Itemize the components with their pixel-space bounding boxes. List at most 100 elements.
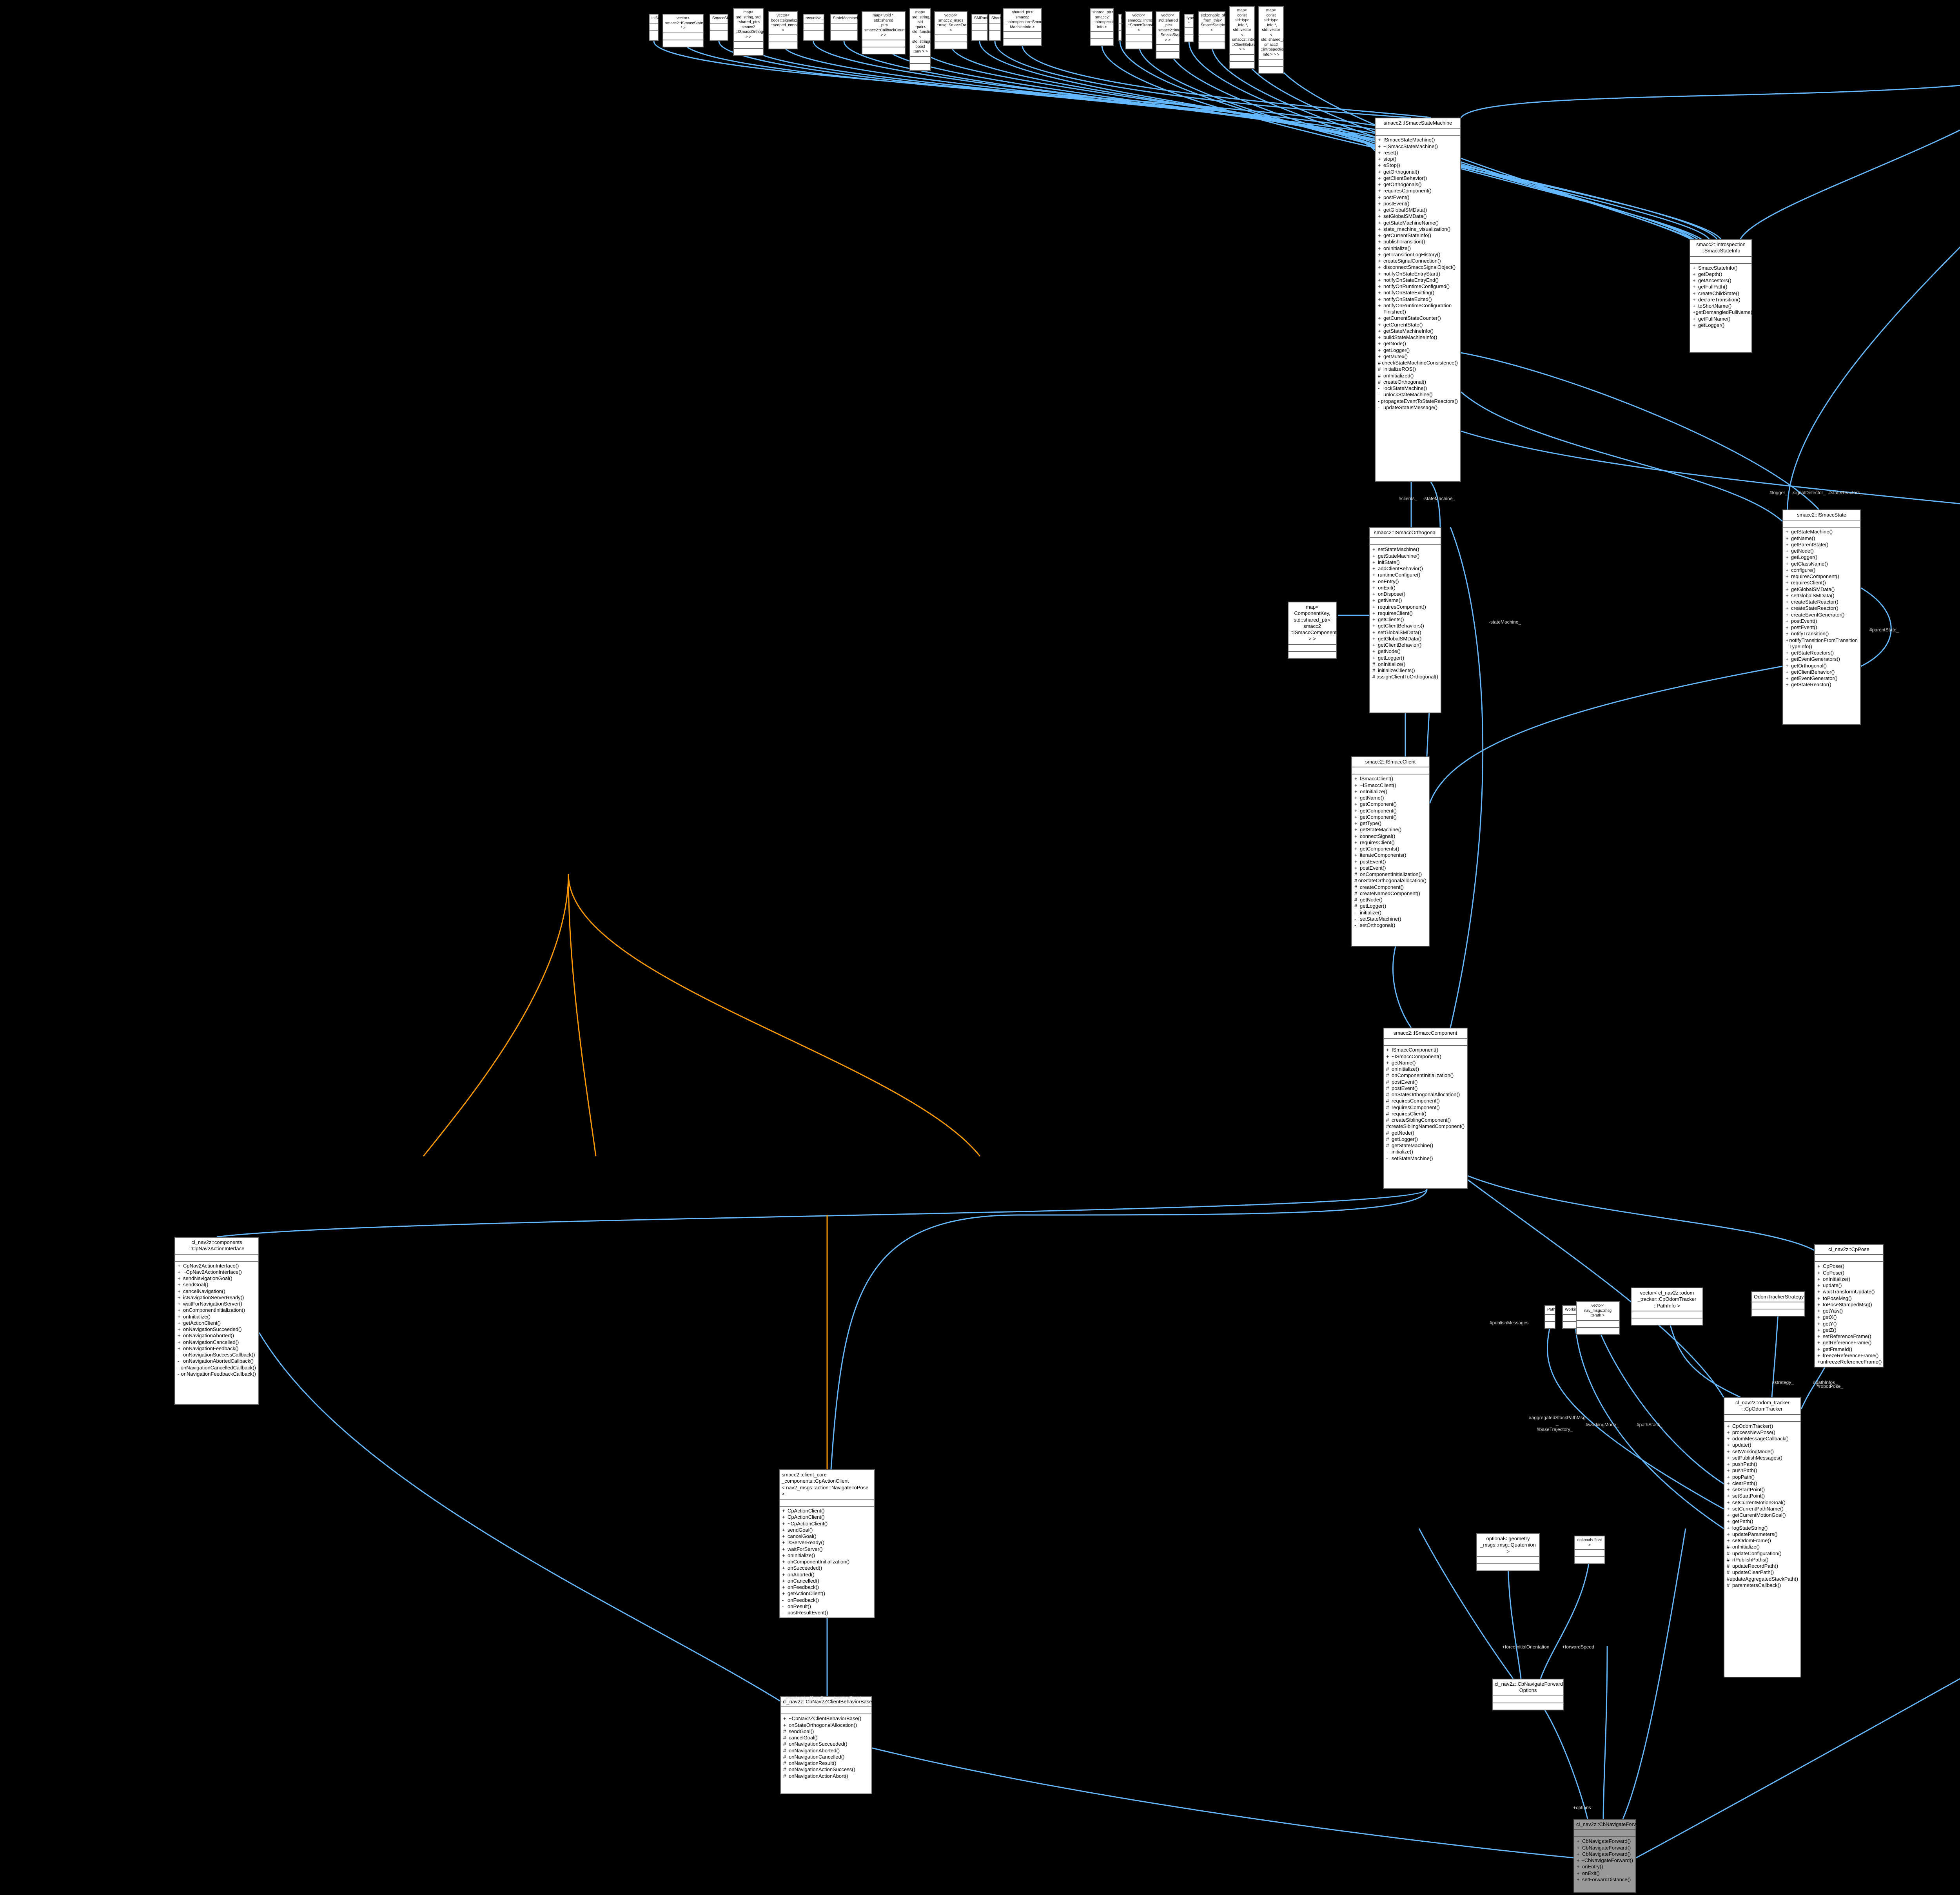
- class-node-ismorth[interactable]: smacc2::ISmaccOrthogonal+setStateMachine…: [1369, 527, 1441, 713]
- class-node-map_sr[interactable]: map< const std::type _info *, std::vecto…: [1258, 6, 1323, 74]
- method-row: +~CbNavigateForward(): [1577, 1857, 1633, 1864]
- class-node-smaccstatus[interactable]: SmaccStatus: [710, 14, 735, 41]
- class-node-smrunmode[interactable]: SMRunMode: [971, 14, 997, 41]
- class-node-vec_log[interactable]: vector< smacc2_msgs ::msg::SmaccTransiti…: [934, 11, 993, 49]
- class-node-smia[interactable]: StateMachineInternalAction: [830, 14, 881, 41]
- method-row: +setGlobalSMData(): [1372, 629, 1438, 636]
- visibility-marker: +: [1786, 567, 1789, 573]
- class-node-path[interactable]: Path: [1544, 1305, 1555, 1329]
- class-node-map_cb[interactable]: map< const std::type _info *, std::vecto…: [1229, 6, 1276, 69]
- method-row: #updateAggregatedStackPath(): [1727, 1576, 1798, 1582]
- method-row: #updateRecordPath(): [1727, 1563, 1798, 1569]
- class-title: map< std::string, std ::pair< std::funct…: [910, 9, 935, 57]
- operations-compartment: [1004, 39, 1041, 45]
- class-node-typeinfo[interactable]: type_info *: [1184, 14, 1203, 42]
- method-row: +getComponent(): [1354, 808, 1426, 814]
- class-node-vec_pathinfo[interactable]: vector< cl_nav2z::odom _tracker::CpOdomT…: [1631, 1288, 1703, 1326]
- visibility-marker: +: [1786, 605, 1789, 611]
- method-row: #getStateMachine(): [1386, 1142, 1465, 1149]
- method-row: #createSiblingComponent(): [1386, 1117, 1465, 1123]
- visibility-marker: +: [1378, 251, 1381, 258]
- visibility-marker: +: [1786, 662, 1789, 669]
- class-node-cpactionclient[interactable]: smacc2::client_core _components::CpActio…: [779, 1469, 875, 1619]
- class-title: vector< smacc2::ISmaccState * >: [663, 15, 703, 33]
- visibility-marker: +: [782, 1540, 785, 1546]
- visibility-marker: #: [1378, 379, 1381, 385]
- class-node-opt_quat[interactable]: optional< geometry _msgs::msg::Quaternio…: [1476, 1533, 1540, 1571]
- operations-compartment: [769, 42, 797, 49]
- method-name: getLogger(): [1698, 322, 1725, 328]
- edge-label: #pathStack_: [1637, 1422, 1663, 1427]
- class-node-map_sem[interactable]: map< void *, std::shared _ptr< smacc2::C…: [862, 11, 929, 54]
- class-node-esft[interactable]: std::enable_shared _from_this< SmaccStat…: [1198, 11, 1234, 49]
- class-node-vec_conn[interactable]: vector< boost::signals2 ::scoped_connect…: [768, 11, 807, 49]
- operations-compartment: +getStateMachine()+getName()+getParentSt…: [1783, 528, 1860, 689]
- method-name: isServerReady(): [788, 1540, 824, 1546]
- class-node-vec_ti[interactable]: vector< smacc2::introspection ::SmaccTra…: [1125, 11, 1166, 49]
- method-row: +~ISmaccComponent(): [1386, 1054, 1465, 1060]
- method-row: +freezeReferenceFrame(): [1817, 1353, 1880, 1359]
- method-name: updateAggregatedStackPath(): [1730, 1576, 1798, 1582]
- class-node-vec_si[interactable]: vector< std::shared _ptr< smacc2::intros…: [1156, 11, 1196, 59]
- operations-compartment: [663, 40, 703, 47]
- visibility-marker: +: [178, 1333, 181, 1339]
- class-node-int[interactable]: int: [1118, 14, 1125, 41]
- class-node-sharedptr1[interactable]: SharedPtr: [989, 14, 1009, 41]
- visibility-marker: -: [1378, 385, 1380, 391]
- class-node-ismclient[interactable]: smacc2::ISmaccClient+ISmaccClient()+~ISm…: [1351, 756, 1430, 947]
- class-title: vector< nav_msgs::msg ::Path >: [1577, 1302, 1619, 1321]
- class-node-int64_t[interactable]: int64_t: [649, 14, 663, 41]
- visibility-marker: #: [1354, 903, 1357, 909]
- method-row: +notifyTransitionFromTransition TypeInfo…: [1786, 637, 1858, 650]
- visibility-marker: #: [1372, 674, 1376, 680]
- class-node-sp_si[interactable]: shared_ptr< smacc2 ::introspection::Smac…: [1090, 8, 1140, 46]
- class-title: Path: [1545, 1306, 1555, 1315]
- visibility-marker: +: [1372, 584, 1376, 591]
- method-row: +getName(): [1354, 795, 1426, 801]
- method-name: getActionClient(): [788, 1590, 826, 1597]
- visibility-marker: +: [1727, 1480, 1730, 1486]
- operations-compartment: +ISmaccComponent()+~ISmaccComponent()+ge…: [1384, 1046, 1467, 1163]
- class-node-map_fn[interactable]: map< std::string, std ::pair< std::funct…: [909, 8, 935, 71]
- class-title: cl_nav2z::odom_tracker ::CpOdomTracker: [1724, 1398, 1800, 1415]
- class-node-opt_float[interactable]: optional< float >: [1574, 1536, 1605, 1564]
- method-row: +createStateReactor(): [1786, 599, 1858, 605]
- class-node-map_ck[interactable]: map< ComponentKey, std::shared_ptr< smac…: [1288, 602, 1337, 659]
- class-node-vec_path[interactable]: vector< nav_msgs::msg ::Path >: [1576, 1301, 1620, 1335]
- class-title: std::enable_shared _from_this< SmaccStat…: [1199, 12, 1234, 35]
- class-node-cpose[interactable]: cl_nav2z::CpPose+CpPose()+CpPose()+onIni…: [1814, 1244, 1884, 1368]
- visibility-marker: +: [1693, 296, 1696, 303]
- class-node-cpodomtracker[interactable]: cl_nav2z::odom_tracker ::CpOdomTracker+C…: [1724, 1397, 1801, 1677]
- class-node-subject[interactable]: cl_nav2z::CbNavigateForward+CbNavigateFo…: [1573, 1819, 1644, 1893]
- class-node-ismsm[interactable]: smacc2::ISmaccStateMachine+ISmaccStateMa…: [1375, 118, 1461, 482]
- class-node-cpnav2ai[interactable]: cl_nav2z::components ::CpNav2ActionInter…: [174, 1237, 259, 1405]
- method-name: getGlobalSMData(): [1378, 635, 1422, 642]
- method-name: getOrthogonals(): [1383, 181, 1422, 187]
- method-name: getDemangledFullName(): [1695, 309, 1754, 316]
- method-row: +getPath(): [1727, 1518, 1798, 1525]
- class-node-odomstrategy[interactable]: OdomTrackerStrategy: [1751, 1291, 1805, 1317]
- class-node-ismcomp[interactable]: smacc2::ISmaccComponent+ISmaccComponent(…: [1383, 1028, 1468, 1189]
- method-name: createChildState(): [1698, 290, 1739, 296]
- class-node-cbnfoptions[interactable]: cl_nav2z::CbNavigateForward Options: [1492, 1679, 1564, 1710]
- class-node-map_orth[interactable]: map< std::string, std ::shared_ptr< smac…: [733, 8, 770, 56]
- method-name: assignClientToOrthogonal(): [1376, 674, 1438, 680]
- class-node-vec_state[interactable]: vector< smacc2::ISmaccState * >: [662, 14, 704, 47]
- class-node-cbnav2zbase[interactable]: cl_nav2z::CbNav2ZClientBehaviorBase+~CbN…: [780, 1696, 872, 1794]
- visibility-marker: +: [1727, 1448, 1730, 1454]
- class-node-sp_smi[interactable]: shared_ptr< smacc2 ::introspection::Smac…: [1003, 8, 1053, 46]
- method-name: getActionClient(): [183, 1320, 221, 1326]
- class-node-recursive_mutex[interactable]: recursive_mutex: [803, 14, 834, 41]
- class-node-smacc_si[interactable]: smacc2::introspection ::SmaccStateInfo+S…: [1690, 239, 1754, 353]
- method-name: getOrthogonal(): [1383, 169, 1419, 175]
- method-row: +onDispose(): [1372, 591, 1438, 597]
- class-node-isms[interactable]: smacc2::ISmaccState+getStateMachine()+ge…: [1782, 510, 1861, 725]
- visibility-marker: #: [1386, 1104, 1389, 1110]
- operations-compartment: [1185, 35, 1193, 42]
- visibility-marker: +: [178, 1320, 181, 1326]
- method-row: +buildStateMachineInfo(): [1378, 334, 1458, 341]
- visibility-marker: +: [1378, 347, 1381, 353]
- operations-compartment: [1545, 1322, 1555, 1328]
- method-row: +getYaw(): [1817, 1308, 1880, 1314]
- visibility-marker: +: [1354, 858, 1357, 865]
